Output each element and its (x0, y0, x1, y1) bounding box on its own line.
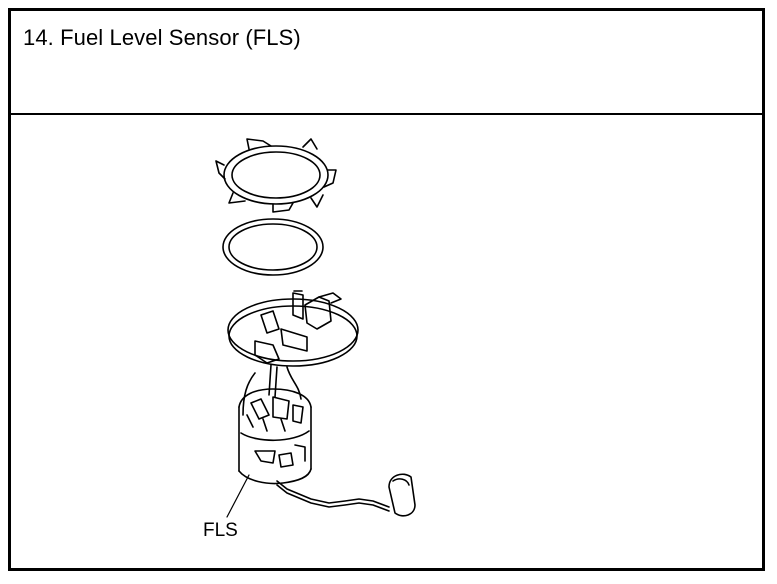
fuel-pump-module-icon (227, 290, 390, 512)
callout-leader-line (226, 474, 250, 518)
lock-ring-icon (215, 138, 337, 213)
title-cell: 14. Fuel Level Sensor (FLS) (11, 11, 762, 115)
section-title: 14. Fuel Level Sensor (FLS) (23, 25, 301, 50)
fls-callout-label: FLS (203, 520, 238, 541)
o-ring-icon (222, 218, 324, 276)
document-table: 14. Fuel Level Sensor (FLS) (8, 8, 765, 571)
fuel-level-sensor-float-icon (388, 473, 416, 517)
figure-cell: FLS (11, 115, 762, 568)
fuel-pump-illustration (215, 138, 416, 518)
